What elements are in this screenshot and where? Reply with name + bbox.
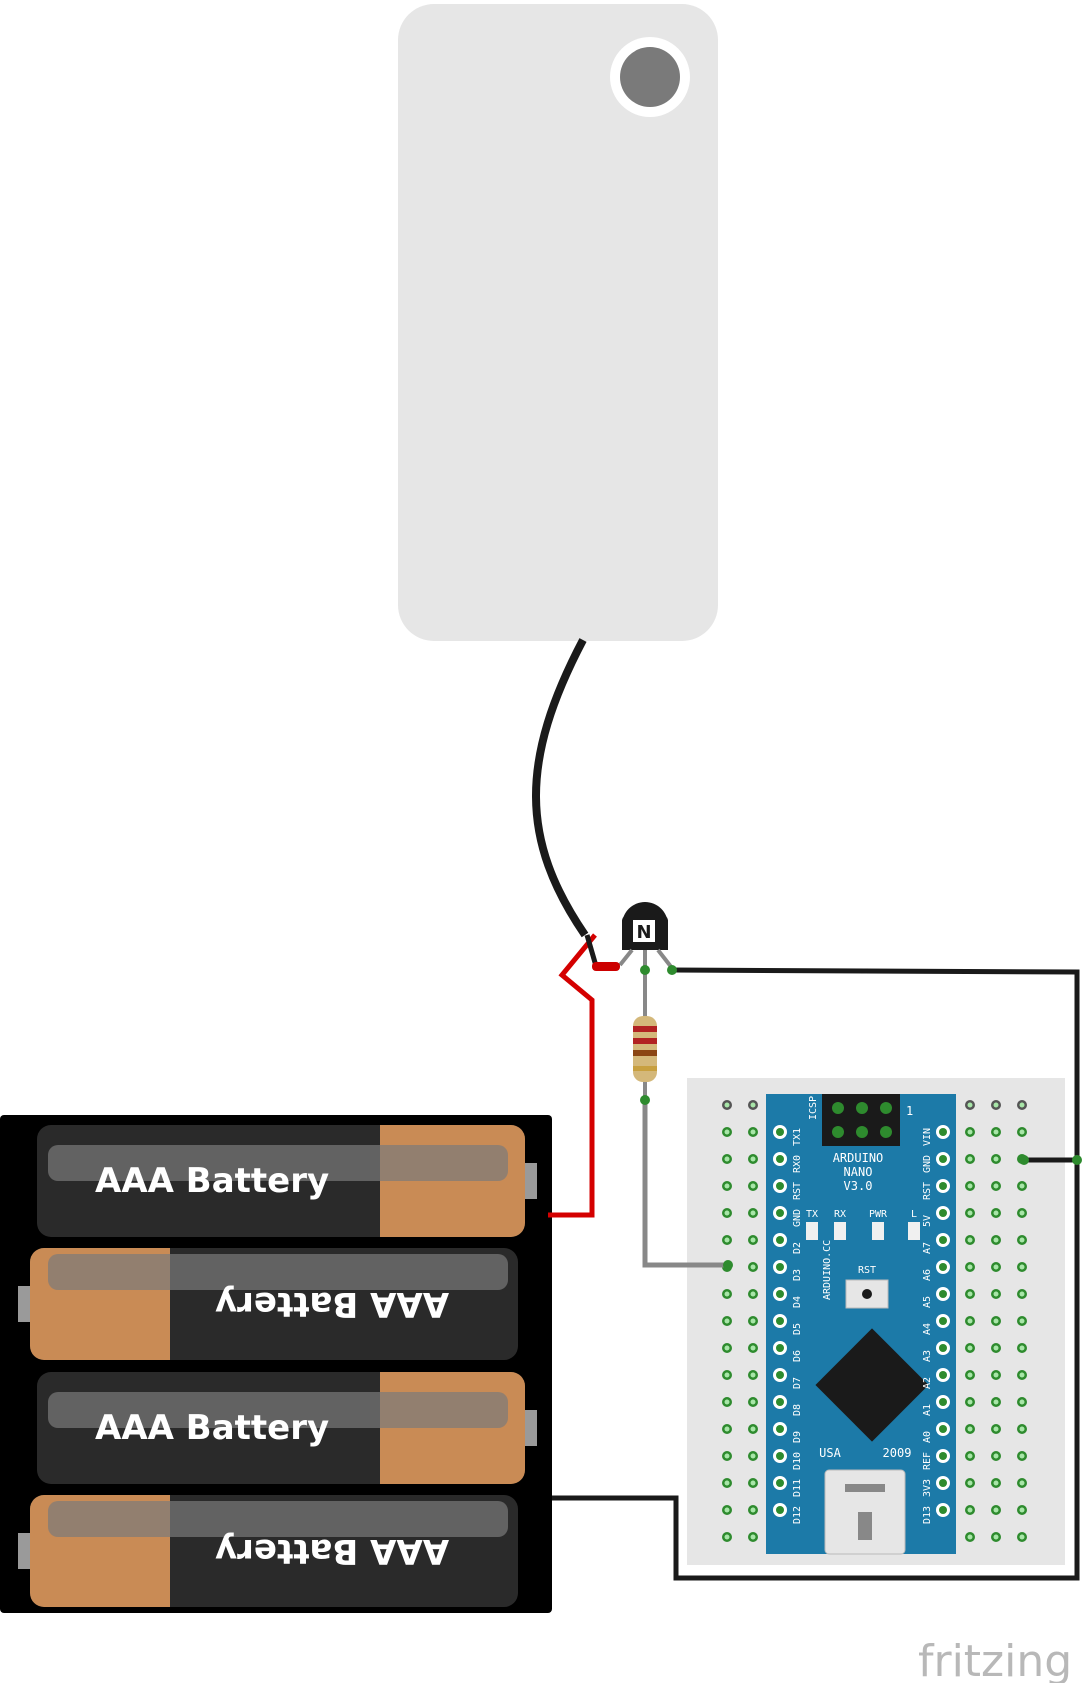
pin-label-right: A7 <box>922 1242 933 1254</box>
arduino-nano: ICSP 1 ARDUINO NANO V3.0 TX RX PWR L ARDUIN… <box>766 1094 956 1555</box>
pin-label-left: D3 <box>792 1269 803 1281</box>
pin-label-right: A3 <box>922 1350 933 1362</box>
pin-label-right: 3V3 <box>922 1479 933 1497</box>
black-wire-gnd <box>671 967 1080 1163</box>
icsp-pin <box>832 1102 844 1114</box>
battery-label: AAA Battery <box>215 1531 449 1571</box>
icsp-pin <box>856 1126 868 1138</box>
pin-label-left: RX0 <box>792 1155 803 1173</box>
pin-label-left: D10 <box>792 1452 803 1470</box>
pin-label-right: A5 <box>922 1296 933 1308</box>
aaa-battery-cell: AAA Battery <box>18 1495 518 1607</box>
rst-button-label: RST <box>858 1265 876 1276</box>
pin-label-left: D7 <box>792 1377 803 1389</box>
board-title-line3: V3.0 <box>844 1179 873 1193</box>
battery-label: AAA Battery <box>95 1161 329 1201</box>
pin-label-right: 5V <box>922 1215 933 1227</box>
grey-wire <box>642 1100 728 1268</box>
pin-label-left: GND <box>792 1209 803 1227</box>
wires <box>548 933 1082 1581</box>
led-label: L <box>911 1209 917 1220</box>
pin-label-right: A0 <box>922 1431 933 1443</box>
aaa-battery-cell: AAA Battery <box>18 1248 518 1360</box>
icsp-pin <box>880 1126 892 1138</box>
black-wire-battery <box>552 1160 1080 1581</box>
icsp-pins <box>832 1102 892 1138</box>
year-label: 2009 <box>883 1446 912 1460</box>
status-led <box>834 1222 846 1240</box>
red-wire <box>548 933 597 1218</box>
board-title-line1: ARDUINO <box>833 1151 884 1165</box>
icsp-header <box>822 1094 900 1146</box>
led-label: PWR <box>869 1209 888 1220</box>
status-leds: TX RX PWR L <box>806 1209 920 1240</box>
board-title-line2: NANO <box>844 1165 873 1179</box>
vibration-motor <box>398 4 718 641</box>
npn-transistor: N <box>618 902 674 970</box>
pin-label-left: D5 <box>792 1323 803 1335</box>
pin-label-left: D9 <box>792 1431 803 1443</box>
pin-label-left: D4 <box>792 1296 803 1308</box>
pin-label-right: A4 <box>922 1323 933 1335</box>
pin-label-right: VIN <box>922 1128 933 1146</box>
pin-label-right: REF <box>922 1452 933 1470</box>
arduino-cc-label: ARDUINO.CC <box>822 1240 833 1300</box>
icsp-label: ICSP <box>808 1096 819 1120</box>
motor-lead-wire <box>532 638 589 938</box>
pin-label-right: A2 <box>922 1377 933 1389</box>
pin-label-right: A6 <box>922 1269 933 1281</box>
pin-label-left: RST <box>792 1182 803 1200</box>
transistor-marking: N <box>636 922 651 943</box>
status-led <box>908 1222 920 1240</box>
pin-label-left: D8 <box>792 1404 803 1416</box>
resistor <box>633 970 657 1100</box>
pin-label-left: TX1 <box>792 1128 803 1146</box>
aaa-battery-cell: AAA Battery <box>37 1372 537 1484</box>
icsp-pin <box>880 1102 892 1114</box>
reset-button-dot <box>862 1289 872 1299</box>
pin-label-right: D13 <box>922 1506 933 1524</box>
pin-label-right: A1 <box>922 1404 933 1416</box>
battery-label: AAA Battery <box>95 1408 329 1448</box>
pin-label-left: D12 <box>792 1506 803 1524</box>
fritzing-watermark: fritzing <box>918 1636 1072 1683</box>
pin-label-left: D11 <box>792 1479 803 1497</box>
usa-label: USA <box>819 1446 841 1460</box>
led-label: TX <box>806 1209 818 1220</box>
pin-label-right: GND <box>922 1155 933 1173</box>
aaa-battery-cell: AAA Battery <box>37 1125 537 1237</box>
status-led <box>806 1222 818 1240</box>
pin-label-left: D6 <box>792 1350 803 1362</box>
icsp-pin <box>832 1126 844 1138</box>
status-led <box>872 1222 884 1240</box>
icsp-pin <box>856 1102 868 1114</box>
led-label: RX <box>834 1209 846 1220</box>
pin-label-right: RST <box>922 1182 933 1200</box>
icsp-pin1-label: 1 <box>906 1104 913 1118</box>
pin-label-left: D2 <box>792 1242 803 1254</box>
battery-label: AAA Battery <box>215 1284 449 1324</box>
